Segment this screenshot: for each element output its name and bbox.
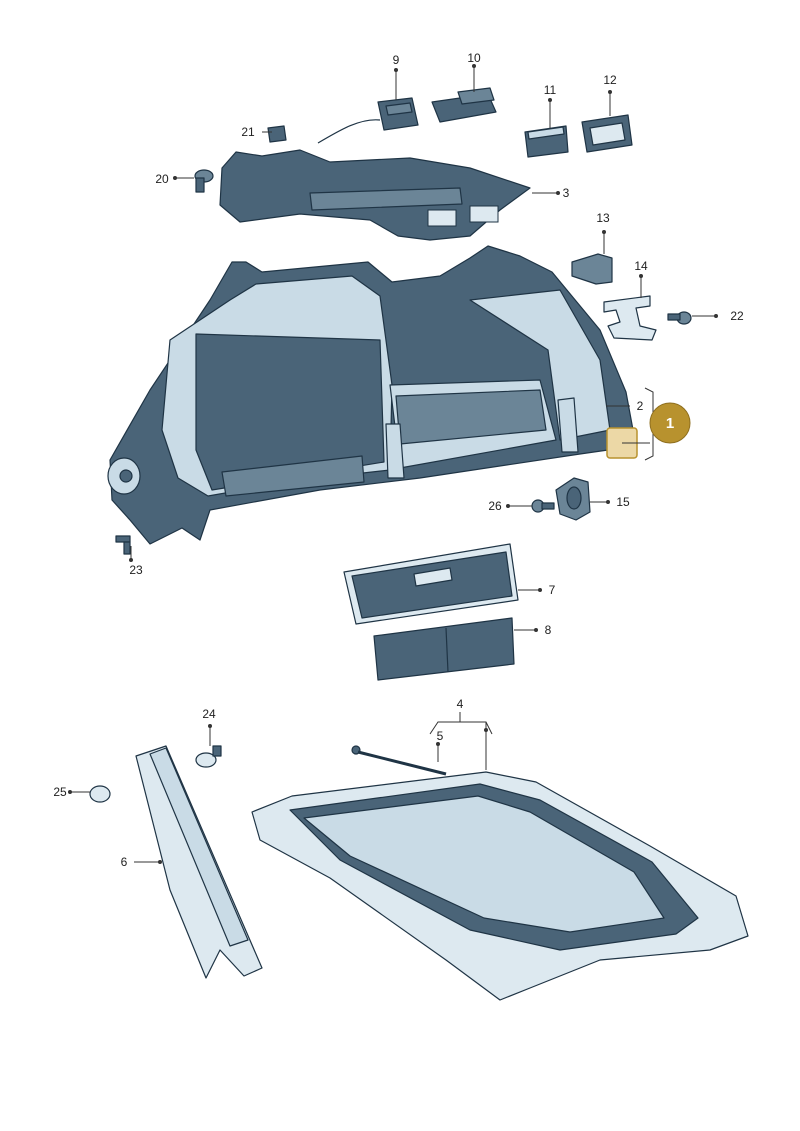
label-12: 12: [603, 73, 617, 87]
part-23-clip: [115, 535, 131, 555]
label-22: 22: [730, 309, 744, 323]
label-24: 24: [202, 707, 216, 721]
part-20-screw: [194, 169, 214, 193]
part-22-screw: [667, 311, 692, 325]
part-25-clip: [89, 785, 111, 803]
callout-1: 1: [649, 402, 691, 444]
part-6-rail: [135, 745, 263, 979]
part-13-hook: [571, 253, 613, 285]
callout-1-label: 1: [666, 415, 674, 432]
part-2-side-trim: [107, 245, 637, 545]
label-3: 3: [563, 186, 570, 200]
part-26-screw: [531, 499, 555, 513]
label-9: 9: [393, 53, 400, 67]
label-4: 4: [457, 697, 464, 711]
label-15: 15: [616, 495, 630, 509]
part-21-clip: [267, 125, 287, 143]
label-5: 5: [437, 729, 444, 743]
label-13: 13: [596, 211, 610, 225]
part-24-bumper: [195, 745, 222, 768]
part-14-handle: [603, 295, 657, 341]
part-15-cover: [555, 477, 591, 521]
part-4-floor-panel: [251, 771, 749, 1001]
label-10: 10: [467, 51, 481, 65]
label-14: 14: [634, 259, 648, 273]
label-6: 6: [121, 855, 128, 869]
part-11-clip: [524, 125, 569, 158]
label-23: 23: [129, 563, 143, 577]
leader-lines: [68, 64, 718, 864]
label-11: 11: [544, 83, 557, 97]
label-8: 8: [545, 623, 552, 637]
label-26: 26: [488, 499, 502, 513]
label-25: 25: [53, 785, 67, 799]
part-3-upper-trim: [219, 149, 531, 241]
part-12-lamp: [581, 114, 633, 153]
label-20: 20: [155, 172, 169, 186]
part-7-storage-lid: [343, 543, 519, 625]
part-10-cover: [431, 87, 497, 123]
label-2: 2: [637, 399, 644, 413]
part-8-cover: [373, 617, 515, 681]
label-21: 21: [241, 125, 255, 139]
label-7: 7: [549, 583, 556, 597]
part-labels: 9 10 11 12 21 20 3 13 14 22 2 26 15 23 7…: [53, 51, 744, 869]
part-5-rod: [351, 745, 447, 776]
part-9-connector: [317, 97, 419, 144]
